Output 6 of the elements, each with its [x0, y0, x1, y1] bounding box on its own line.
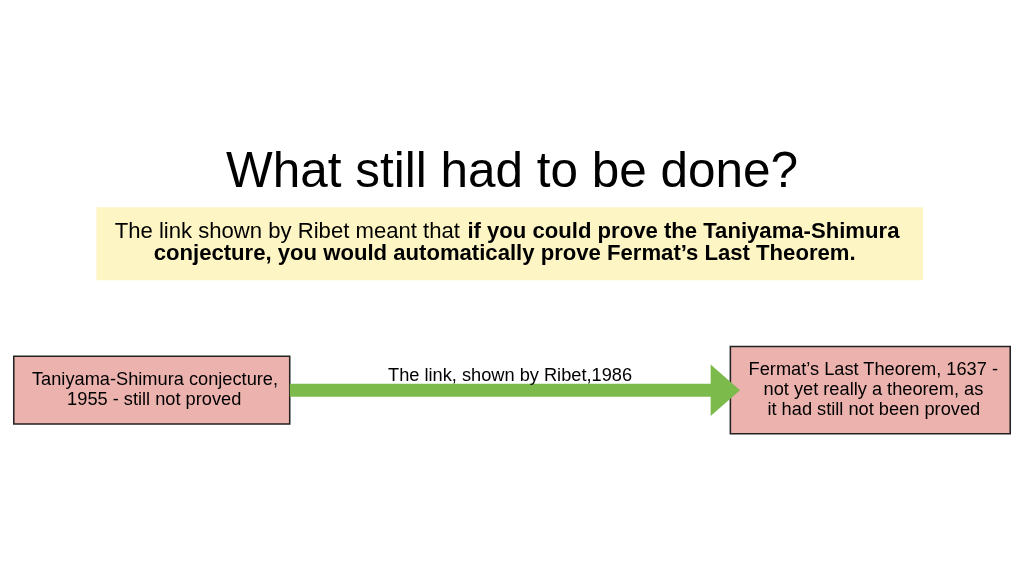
- node-box: The link shown by Ribet meant that if you could prove the Taniyama-Shimura conjecture, you would automatically prove Fermat’s Last Theorem.: [96, 207, 923, 281]
- node-box: Taniyama-Shimura conjecture, 1955 - still not proved: [13, 355, 291, 425]
- diagram-title: What still had to be done?: [226, 141, 798, 197]
- edge-label: The link, shown by Ribet,1986: [388, 365, 633, 386]
- arrow: [289, 364, 741, 416]
- node-box: Fermat’s Last Theorem, 1637 - not yet really a theorem, as it had still not been proved: [729, 345, 1011, 435]
